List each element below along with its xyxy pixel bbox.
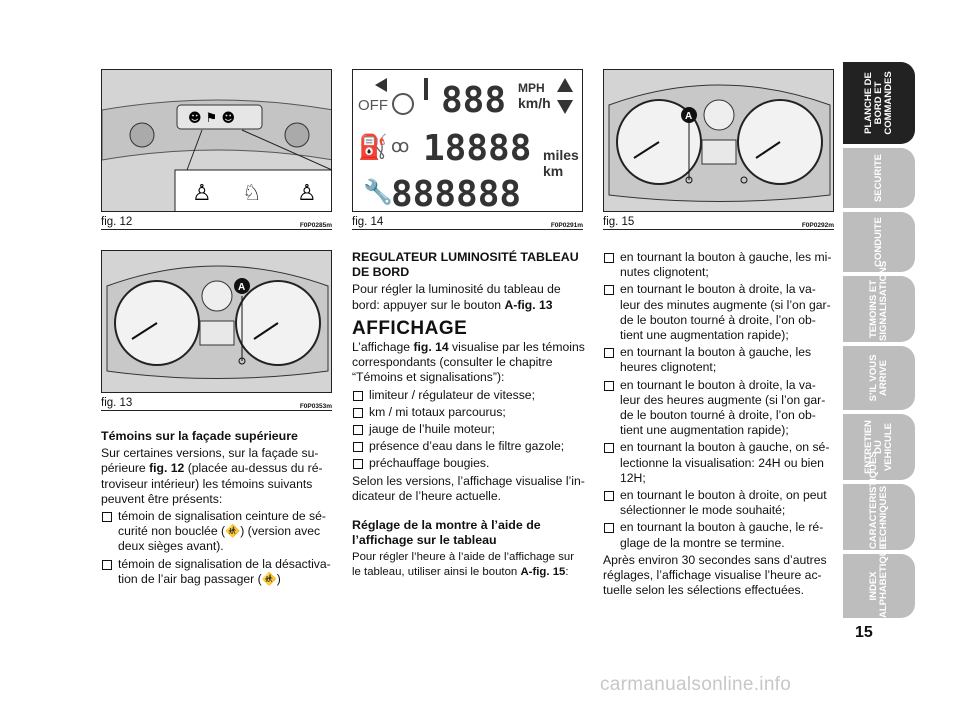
left-intro-text-1: Sur certaines versions, sur la façade su… — [101, 446, 319, 476]
fig15-image: A — [603, 69, 834, 212]
fig12-caption: fig. 12 F0P0285m — [101, 216, 332, 230]
clock-closing-paragraph: Après environ 30 secondes sans d’autres … — [603, 552, 827, 598]
clock-step: en tournant le bouton à droite, la va-le… — [603, 378, 836, 439]
off-indicator: OFF — [358, 97, 388, 114]
display-text-1: L’affichage — [352, 340, 414, 355]
right-column: en tournant la bouton à gauche, les mi-n… — [603, 250, 836, 600]
clock-step: en tournant la bouton à gauche, le ré-gl… — [603, 520, 836, 550]
left-intro: Sur certaines versions, sur la façade su… — [101, 446, 334, 507]
fig14-image: OFF 888 MPH km/h ⛽ ꝏ 18888 miles km 🔧 88… — [352, 69, 583, 212]
clock-setting-fig-ref: A-fig. 15 — [520, 566, 566, 579]
kmh-label: km/h — [518, 95, 551, 111]
display-digits-mid: 18888 — [423, 128, 531, 169]
clock-setting-colon: : — [565, 566, 569, 579]
oil-icon: ⛽ — [358, 133, 388, 161]
display-bullet: km / mi totaux parcourus; — [352, 405, 585, 420]
fig15-caption: fig. 15 F0P0292m — [603, 216, 834, 230]
tab-securite[interactable]: SECURITE — [843, 148, 915, 208]
tab-temoins[interactable]: TEMOINS ET SIGNALISATIONS — [843, 260, 915, 342]
page-number: 15 — [855, 624, 873, 641]
clock-setting-text: Pour régler l’heure à l’aide de l’affich… — [352, 551, 575, 579]
left-column: Témoins sur la façade supérieure Sur cer… — [101, 429, 334, 589]
arrow-up-icon — [557, 78, 573, 92]
display-bullet: limiteur / régulateur de vitesse; — [352, 388, 585, 403]
fig14-caption: fig. 14 F0P0291m — [352, 216, 583, 230]
instrument-cluster-clock-drawing: A — [604, 70, 833, 211]
wrench-icon: 🔧 — [363, 177, 393, 206]
left-heading: Témoins sur la façade supérieure — [101, 429, 298, 443]
tab-index[interactable]: INDEX ALPHABETIQUE — [843, 543, 915, 618]
display-text-2: visualise par les témoins correspondants… — [352, 340, 585, 385]
display-bullet: jauge de l’huile moteur; — [352, 422, 585, 437]
fig13-image: A — [101, 250, 332, 393]
display-digits-top: 888 — [441, 80, 506, 121]
tab-planche-de-bord[interactable]: PLANCHE DE BORD ET COMMANDES — [843, 62, 915, 144]
tab-label: SECURITE — [873, 153, 884, 203]
left-bullet-1: témoin de signalisation ceinture de sé-c… — [101, 509, 334, 555]
clock-step: en tournant la bouton à gauche, on sé-le… — [603, 440, 836, 486]
middle-column: REGULATEUR LUMINOSITÉ TABLEAU DE BORD Po… — [352, 250, 585, 582]
clock-indicator-paragraph: Selon les versions, l’affichage visualis… — [352, 473, 585, 503]
fig14-label: fig. 14 — [352, 216, 384, 228]
display-heading: AFFICHAGE — [352, 317, 468, 339]
left-intro-fig-ref: fig. 12 — [149, 461, 185, 476]
tab-label: INDEX ALPHABETIQUE — [868, 543, 889, 618]
fig13-code: F0P0353m — [299, 403, 332, 410]
fig12-label: fig. 12 — [101, 216, 133, 228]
tab-entretien[interactable]: ENTRETIEN DU VEHICULE — [843, 414, 915, 480]
brightness-fig-ref: A-fig. 13 — [504, 297, 553, 312]
svg-text:♙: ♙ — [192, 181, 212, 206]
display-fig-ref: fig. 14 — [413, 340, 449, 355]
clock-step: en tournant la bouton à gauche, les heur… — [603, 345, 836, 375]
fig14-code: F0P0291m — [550, 222, 583, 229]
tab-label: PLANCHE DE BORD ET COMMANDES — [863, 71, 894, 135]
miles-label: miles — [543, 147, 579, 163]
left-intro-text-2: (placée au-dessus du ré-troviseur intéri… — [101, 461, 323, 506]
brightness-text: Pour régler la luminosité du tableau de … — [352, 282, 561, 312]
clock-setting-paragraph: Pour régler l’heure à l’aide de l’affich… — [352, 550, 585, 579]
left-bullet-2: témoin de signalisation de la désactiva-… — [101, 557, 334, 587]
svg-text:♙: ♙ — [297, 181, 317, 206]
clock-setting-heading: Réglage de la montre à l’aide de l’affic… — [352, 518, 541, 548]
km-label: km — [543, 163, 563, 179]
fig13-marker: A — [238, 282, 245, 293]
tab-caracteristiques[interactable]: CARACTERISTIQUES TECHNIQUES — [843, 451, 915, 550]
fig15-label: fig. 15 — [603, 216, 635, 228]
mph-label: MPH — [518, 81, 545, 95]
tab-conduite[interactable]: CONDUITE — [843, 212, 915, 272]
tab-label: TEMOINS ET SIGNALISATIONS — [868, 260, 889, 341]
fig12-code: F0P0285m — [299, 222, 332, 229]
fig15-code: F0P0292m — [801, 222, 834, 229]
tab-label: CARACTERISTIQUES TECHNIQUES — [868, 451, 889, 549]
display-paragraph: L’affichage fig. 14 visualise par les té… — [352, 340, 585, 386]
brightness-paragraph: Pour régler la luminosité du tableau de … — [352, 282, 585, 312]
fig15-marker: A — [685, 111, 692, 122]
display-digits-bot: 888888 — [391, 174, 521, 212]
tab-label: S’IL VOUS ARRIVE — [868, 354, 889, 402]
fig13-caption: fig. 13 F0P0353m — [101, 397, 332, 411]
tab-sil-vous-arrive[interactable]: S’IL VOUS ARRIVE — [843, 346, 915, 410]
display-bullet: présence d’eau dans le filtre gazole; — [352, 439, 585, 454]
lcd-display-drawing: OFF 888 MPH km/h ⛽ ꝏ 18888 miles km 🔧 88… — [358, 78, 579, 212]
brightness-heading: REGULATEUR LUMINOSITÉ TABLEAU DE BORD — [352, 250, 579, 280]
fig13-label: fig. 13 — [101, 397, 133, 409]
arrow-down-icon — [557, 100, 573, 114]
overhead-console-drawing: ☻ ⚑ ☻ ♙ ♘ ♙ — [102, 70, 331, 211]
display-bullet: préchauffage bougies. — [352, 456, 585, 471]
preheat-icon: ꝏ — [391, 136, 409, 156]
clock-step: en tournant le bouton à droite, la va-le… — [603, 282, 836, 343]
svg-text:☻ ⚑ ☻: ☻ ⚑ ☻ — [188, 111, 235, 126]
clock-step: en tournant le bouton à droite, on peut … — [603, 488, 836, 518]
instrument-cluster-drawing: A — [102, 251, 331, 392]
fig12-image: ☻ ⚑ ☻ ♙ ♘ ♙ — [101, 69, 332, 212]
watermark: carmanualsonline.info — [600, 674, 792, 695]
clock-step: en tournant la bouton à gauche, les mi-n… — [603, 250, 836, 280]
svg-text:♘: ♘ — [242, 181, 262, 206]
